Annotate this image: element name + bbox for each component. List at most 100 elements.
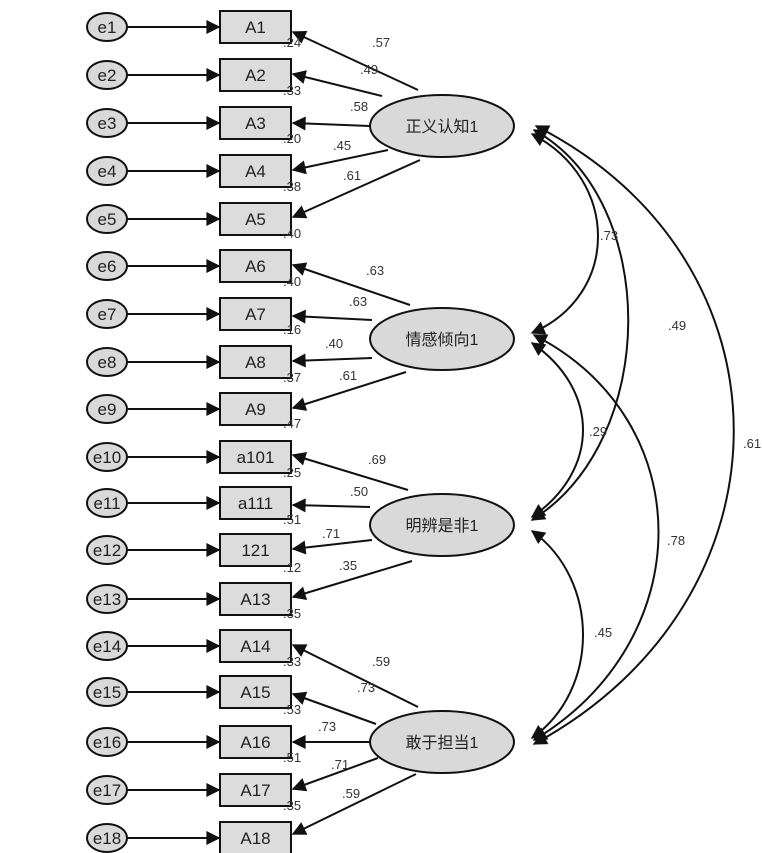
factor-loading-path: [291, 560, 413, 601]
r-squared-value: .35: [283, 606, 301, 621]
covariance-arrow: [530, 129, 630, 521]
error-label: e4: [98, 162, 117, 181]
observed-variable-box: [219, 249, 292, 283]
latent-factor: [369, 94, 515, 158]
observed-variable-box: [219, 106, 292, 140]
error-term: [86, 394, 128, 424]
error-term: [86, 251, 128, 281]
error-term: [86, 631, 128, 661]
error-label: e7: [98, 305, 117, 324]
factor-loading-path: [291, 309, 373, 324]
observed-variable-label: A7: [245, 305, 266, 324]
factor-loading-value: .71: [322, 526, 340, 541]
observed-variable-label: A8: [245, 353, 266, 372]
error-label: e15: [93, 683, 121, 702]
error-label: e18: [93, 829, 121, 848]
factor-loading-path: [291, 70, 383, 97]
observed-variable-box: [219, 773, 292, 807]
observed-variable-label: A9: [245, 400, 266, 419]
covariance-value: .61: [743, 436, 761, 451]
error-term: [86, 60, 128, 90]
covariance-value: .45: [594, 625, 612, 640]
observed-variable-label: A5: [245, 210, 266, 229]
latent-factor-label: 情感倾向1: [406, 331, 479, 349]
factor-loading-path: [291, 451, 409, 491]
r-squared-value: .25: [283, 465, 301, 480]
factor-loading-path: [291, 353, 373, 368]
error-term: [86, 775, 128, 805]
error-term: [86, 823, 128, 853]
error-label: e9: [98, 400, 117, 419]
observed-variable-box: [219, 629, 292, 663]
error-label: e17: [93, 781, 121, 800]
factor-loading-value: .49: [360, 62, 378, 77]
factor-loading-value: .59: [342, 786, 360, 801]
error-label: e13: [93, 590, 121, 609]
factor-loading-path: [291, 691, 377, 725]
error-label: e8: [98, 353, 117, 372]
factor-loading-path: [291, 371, 407, 411]
observed-variable-label: A2: [245, 66, 266, 85]
r-squared-value: .51: [283, 512, 301, 527]
observed-variable-box: [219, 202, 292, 236]
factor-loading-path: [291, 644, 419, 708]
error-term: [86, 108, 128, 138]
r-squared-value: .40: [283, 274, 301, 289]
factor-loading-value: .58: [350, 99, 368, 114]
error-label: e6: [98, 257, 117, 276]
error-term: [86, 677, 128, 707]
latent-factor: [369, 493, 515, 557]
observed-variable-box: [219, 582, 292, 616]
observed-variable-box: [219, 345, 292, 379]
observed-variable-label: A13: [240, 590, 270, 609]
observed-variable-box: [219, 533, 292, 567]
factor-loading-value: .73: [318, 719, 336, 734]
covariance-value: .78: [667, 533, 685, 548]
error-term: [86, 488, 128, 518]
error-term: [86, 156, 128, 186]
observed-variable-box: [219, 440, 292, 474]
factor-loading-value: .71: [331, 757, 349, 772]
error-label: e2: [98, 66, 117, 85]
covariance-arrow: [532, 334, 660, 741]
error-term: [86, 727, 128, 757]
error-label: e12: [93, 541, 121, 560]
error-label: e10: [93, 448, 121, 467]
factor-loading-path: [291, 498, 371, 513]
factor-loading-value: .45: [333, 138, 351, 153]
r-squared-value: .37: [283, 370, 301, 385]
observed-variable-label: A16: [240, 733, 270, 752]
error-term: [86, 535, 128, 565]
r-squared-value: .33: [283, 654, 301, 669]
error-term: [86, 204, 128, 234]
observed-variable-box: [219, 486, 292, 520]
observed-variable-box: [219, 725, 292, 759]
r-squared-value: .12: [283, 560, 301, 575]
observed-variable-label: A1: [245, 18, 266, 37]
r-squared-value: .51: [283, 750, 301, 765]
error-label: e5: [98, 210, 117, 229]
r-squared-value: .24: [283, 35, 301, 50]
error-term: [86, 12, 128, 42]
observed-variable-box: [219, 10, 292, 44]
latent-factor-label: 正义认知1: [406, 118, 479, 136]
observed-variable-box: [219, 821, 292, 853]
factor-loading-path: [291, 757, 379, 792]
r-squared-value: .53: [283, 702, 301, 717]
factor-loading-path: [291, 539, 373, 555]
covariance-value: .29: [589, 424, 607, 439]
error-term: [86, 299, 128, 329]
observed-variable-label: A6: [245, 257, 266, 276]
factor-loading-value: .69: [368, 452, 386, 467]
latent-factor-label: 明辨是非1: [406, 517, 479, 535]
r-squared-value: .20: [283, 131, 301, 146]
error-term: [86, 584, 128, 614]
factor-loading-value: .73: [357, 680, 375, 695]
r-squared-value: .33: [283, 83, 301, 98]
r-squared-value: .38: [283, 179, 301, 194]
latent-factor: [369, 710, 515, 774]
factor-loading-path: [291, 262, 411, 306]
factor-loading-value: .61: [343, 168, 361, 183]
nodes-layer: [86, 10, 515, 853]
